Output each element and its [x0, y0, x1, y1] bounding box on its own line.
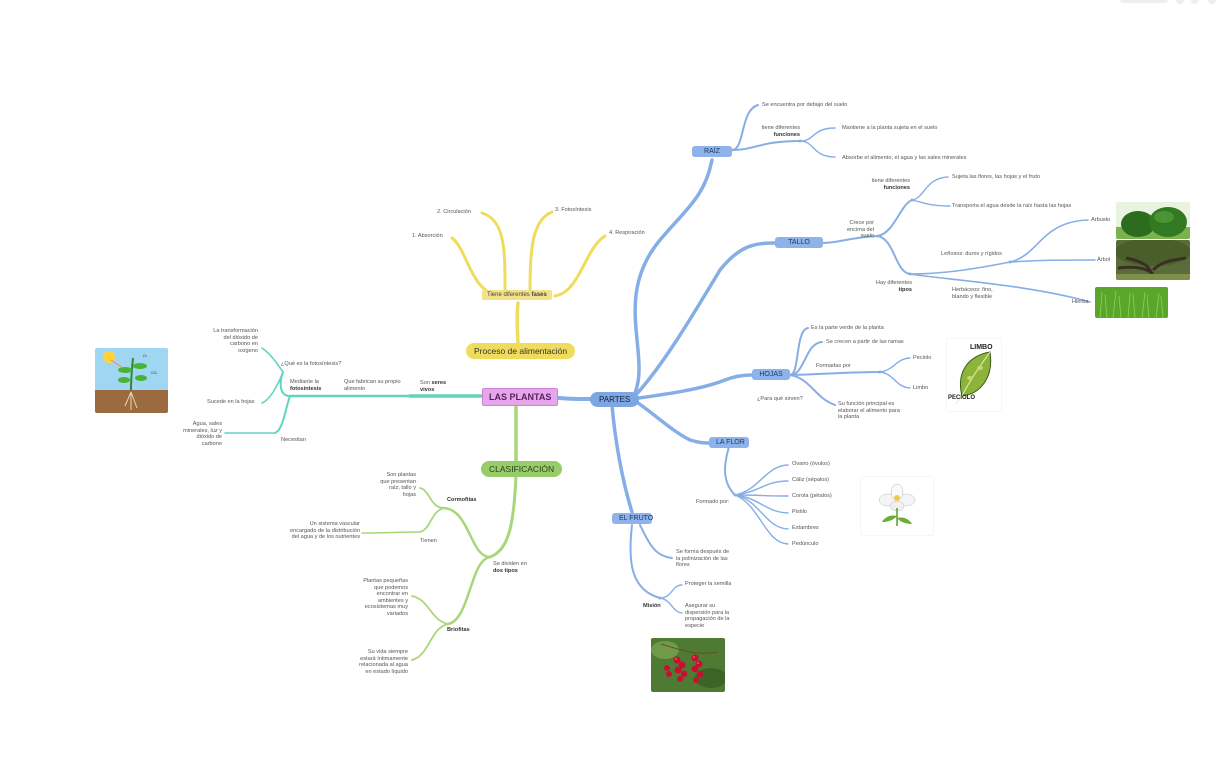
- son-prefix: Son: [420, 380, 432, 386]
- raiz-funciones[interactable]: tiene diferentes funciones: [750, 125, 800, 138]
- son-seres-vivos[interactable]: Son seres vivos: [420, 380, 456, 393]
- sucede-hojas[interactable]: Sucede en la hojas: [207, 399, 255, 405]
- raiz-absorbe[interactable]: Absorbe el alimento, el agua y las sales…: [842, 155, 967, 161]
- briofitas[interactable]: Briofitas: [447, 627, 470, 634]
- raiz-funciones-bold: funciones: [773, 131, 800, 138]
- tallo-funciones-prefix: tiene diferentes: [871, 178, 910, 184]
- fase-respiracion[interactable]: 4. Respiración: [609, 230, 645, 236]
- fotosintesis-branches: [224, 347, 484, 434]
- brio-desc2[interactable]: Su vida siempre estará íntimamente relac…: [359, 649, 408, 675]
- tienen[interactable]: Tienen: [420, 538, 437, 544]
- fotosintesis-image: O₂ CO₂: [95, 348, 168, 413]
- fruto-mision[interactable]: Misión: [643, 603, 661, 610]
- central-node[interactable]: LAS PLANTAS: [482, 388, 559, 406]
- hoja-img-peciolo: PECIOLO: [948, 395, 976, 401]
- fruto-node[interactable]: EL FRUTO: [612, 513, 653, 524]
- dividen-prefix: Se dividen en: [493, 561, 527, 567]
- proceso-node[interactable]: Proceso de alimentación: [466, 343, 576, 359]
- clasificacion-node[interactable]: CLASIFICACIÓN: [481, 461, 563, 477]
- tallo-lenosos[interactable]: Leñosos: duros y rígidos: [941, 251, 1002, 257]
- svg-text:O₂: O₂: [143, 354, 148, 358]
- fruto-proteger[interactable]: Proteger la semilla: [685, 581, 732, 587]
- tallo-tipos-bold: tipos: [898, 286, 912, 293]
- tallo-herbaceos[interactable]: Herbáceos: fino, blando y flexible: [952, 287, 993, 300]
- se-dividen[interactable]: Se dividen en dos tipos: [493, 561, 535, 574]
- mediante-bold: fotosíntesis: [290, 385, 322, 392]
- hojas-funcion[interactable]: Su función principal es elaborar el alim…: [838, 401, 900, 421]
- tallo-hierba[interactable]: Hierba: [1072, 299, 1089, 305]
- briofitas-text: Briofitas: [447, 627, 470, 633]
- tallo-funciones[interactable]: tiene diferentes funciones: [868, 178, 910, 191]
- que-fabrican[interactable]: Que fabrican su propio alimento: [344, 379, 401, 392]
- cormofitas-text: Cormofitas: [447, 497, 477, 503]
- hojas-crecen[interactable]: Se crecen a partir de las ramas: [826, 339, 904, 345]
- flor-peduncolo[interactable]: Pedúnculo: [792, 541, 819, 547]
- cormofitas[interactable]: Cormofitas: [447, 497, 477, 504]
- raiz-debajo[interactable]: Se encuentra por debajo del suelo: [762, 102, 848, 108]
- arbusto-image: [1116, 202, 1190, 239]
- hojas-node[interactable]: HOJAS: [752, 369, 790, 380]
- tallo-crece[interactable]: Crece por encima del suelo: [846, 220, 874, 240]
- cormo-desc[interactable]: Son plantas que presentan raíz, tallo y …: [380, 472, 416, 498]
- fase-circulacion[interactable]: 2. Circulación: [437, 209, 471, 215]
- raiz-node[interactable]: RAÍZ: [692, 146, 732, 157]
- hoja-image: LIMBO PECIOLO: [946, 338, 1002, 412]
- raiz-mantiene[interactable]: Mantiene a la planta sujeta en el suelo: [842, 125, 938, 131]
- necesitan[interactable]: Necesitan: [281, 437, 306, 443]
- toolbar-hint[interactable]: [1120, 0, 1216, 4]
- hojas-peciolo[interactable]: Peciolo: [913, 355, 932, 361]
- fruto-image: [651, 638, 725, 692]
- hoja-img-limbo: LIMBO: [970, 344, 993, 351]
- fases-bold: fases: [531, 292, 547, 298]
- flor-image: [860, 476, 934, 536]
- fase-absorcion[interactable]: 1. Absorción: [412, 233, 443, 239]
- raiz-funciones-prefix: tiene diferentes: [761, 125, 800, 131]
- sistema-vascular[interactable]: Un sistema vascular encargado de la dist…: [290, 521, 360, 541]
- fruto-asegurar[interactable]: Asegurar su dispersión para la propagaci…: [685, 603, 730, 629]
- hojas-limbo[interactable]: Limbo: [913, 385, 929, 391]
- fruto-forma[interactable]: Se forma después de la polinización de l…: [676, 549, 730, 569]
- dividen-bold: dos tipos: [493, 567, 518, 574]
- proceso-branches: [450, 210, 607, 345]
- agua-sales[interactable]: Agua, sales minerales, luz y dióxido de …: [183, 421, 222, 447]
- flor-corola[interactable]: Corola (pétalos): [792, 493, 832, 499]
- fases-prefix: Tiene diferentes: [487, 292, 532, 298]
- mediante-fotosintesis[interactable]: Mediante la fotosíntesis: [290, 379, 336, 392]
- transformacion[interactable]: La transformación del dióxido de carbono…: [213, 328, 258, 354]
- partes-branches: [548, 104, 1096, 614]
- flor-pistilo[interactable]: Pistilo: [792, 509, 807, 515]
- son-bold: seres vivos: [420, 380, 447, 393]
- flor-caliz[interactable]: Cáliz (sépalos): [792, 477, 829, 483]
- tallo-sujeta[interactable]: Sujeta las flores, las hojas y el fruto: [952, 174, 1040, 180]
- flor-estambres[interactable]: Estambres: [792, 525, 819, 531]
- clasificacion-branches: [361, 400, 518, 661]
- mision-text: Misión: [643, 603, 661, 609]
- tallo-funciones-bold: funciones: [883, 184, 910, 191]
- fase-fotosintesis[interactable]: 3. Fotosíntesis: [555, 207, 592, 213]
- flor-node[interactable]: LA FLOR: [709, 437, 749, 448]
- tallo-tipos[interactable]: Hay diferentes tipos: [866, 280, 912, 293]
- svg-text:CO₂: CO₂: [151, 371, 158, 375]
- tallo-transporta[interactable]: Transporta el agua desde la raíz hasta l…: [952, 203, 1072, 209]
- flor-formado[interactable]: Formado por:: [696, 499, 730, 505]
- hojas-verde[interactable]: Es la parte verde de la planta: [811, 325, 884, 331]
- brio-desc1[interactable]: Plantas pequeñas que podemos encontrar e…: [363, 578, 408, 617]
- hojas-para-que[interactable]: ¿Para qué sirven?: [757, 396, 803, 402]
- tallo-node[interactable]: TALLO: [775, 237, 823, 248]
- tallo-arbusto[interactable]: Arbusto: [1091, 217, 1111, 223]
- flor-ovario[interactable]: Ovario (óvulos): [792, 461, 830, 467]
- que-es-fotosintesis[interactable]: ¿Qué es la fotosíntesis?: [281, 361, 342, 367]
- hojas-formadas[interactable]: Formadas por: [816, 363, 851, 369]
- tallo-arbol[interactable]: Árbol: [1097, 257, 1111, 263]
- hierba-image: [1095, 287, 1168, 318]
- mediante-prefix: Mediante la: [290, 379, 319, 385]
- fases-node[interactable]: Tiene diferentes fases: [482, 290, 552, 300]
- arbol-image: [1116, 240, 1190, 280]
- tallo-tipos-prefix: Hay diferentes: [875, 280, 912, 286]
- partes-node[interactable]: PARTES: [590, 392, 640, 407]
